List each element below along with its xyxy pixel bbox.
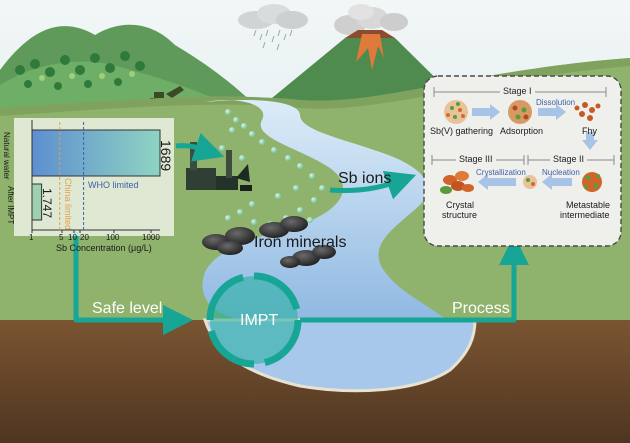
bar-label-after-impt: After IMPT bbox=[6, 186, 15, 225]
crystal-label-line2: structure bbox=[442, 210, 478, 220]
particle-metastable bbox=[582, 172, 602, 192]
metastable-label-line2: intermediate bbox=[560, 210, 610, 220]
particle-adsorption bbox=[508, 100, 532, 124]
tick-20: 20 bbox=[80, 233, 89, 242]
flow-arrows bbox=[73, 133, 529, 335]
impt-circle bbox=[210, 276, 298, 364]
impt-cycle-arrows bbox=[206, 272, 302, 368]
fhy-label: Fhy bbox=[582, 126, 598, 136]
bar-after-impt bbox=[31, 183, 43, 221]
crystal-label-line1: Crystal bbox=[446, 200, 475, 210]
iron-mineral-rocks bbox=[202, 216, 336, 268]
sb-gathering-label: Sb(V) gathering bbox=[430, 126, 494, 136]
trees bbox=[15, 51, 145, 90]
tick-1: 1 bbox=[29, 233, 34, 242]
crystallization-label: Crystallization bbox=[476, 168, 526, 177]
sb-ions-label: Sb ions bbox=[338, 170, 392, 187]
value-natural-water: 1689 bbox=[158, 140, 174, 172]
china-limit-label: China limited bbox=[63, 178, 73, 231]
process-label: Process bbox=[452, 300, 510, 317]
particle-fhy bbox=[574, 102, 601, 121]
impt-label: IMPT bbox=[240, 312, 279, 329]
tick-10: 10 bbox=[68, 233, 77, 242]
tick-100: 100 bbox=[106, 233, 120, 242]
stage-3-label: Stage III bbox=[456, 154, 496, 164]
inset-chart bbox=[14, 118, 174, 236]
particle-sb-gathering bbox=[444, 100, 468, 124]
adsorption-label: Adsorption bbox=[500, 126, 544, 136]
value-after-impt: 1.747 bbox=[40, 188, 54, 219]
bar-natural-water bbox=[31, 129, 161, 177]
factory-icon bbox=[186, 142, 252, 191]
dissolution-label: Dissolution bbox=[536, 98, 576, 107]
metastable-label-line1: Metastable bbox=[566, 200, 611, 210]
safe-level-label: Safe level bbox=[92, 300, 163, 317]
stage-2-label: Stage II bbox=[550, 154, 588, 164]
nucleation-label: Nucleation bbox=[542, 168, 580, 177]
river bbox=[202, 99, 450, 322]
mechanism-arrows bbox=[472, 104, 598, 190]
x-axis-label: Sb Concentration (μg/L) bbox=[56, 243, 152, 253]
particle-nucleation bbox=[523, 175, 537, 189]
who-limit-label: WHO limited bbox=[88, 180, 139, 190]
mechanism-panel bbox=[423, 75, 622, 247]
iron-minerals-label: Iron minerals bbox=[254, 234, 347, 251]
soil bbox=[0, 320, 630, 443]
particle-crystal bbox=[440, 171, 474, 194]
stage-1-label: Stage I bbox=[500, 86, 535, 96]
tick-1000: 1000 bbox=[142, 233, 160, 242]
tick-5: 5 bbox=[59, 233, 64, 242]
bar-label-natural-water: Natural water bbox=[2, 132, 11, 180]
rain-cloud-icon bbox=[238, 4, 308, 51]
